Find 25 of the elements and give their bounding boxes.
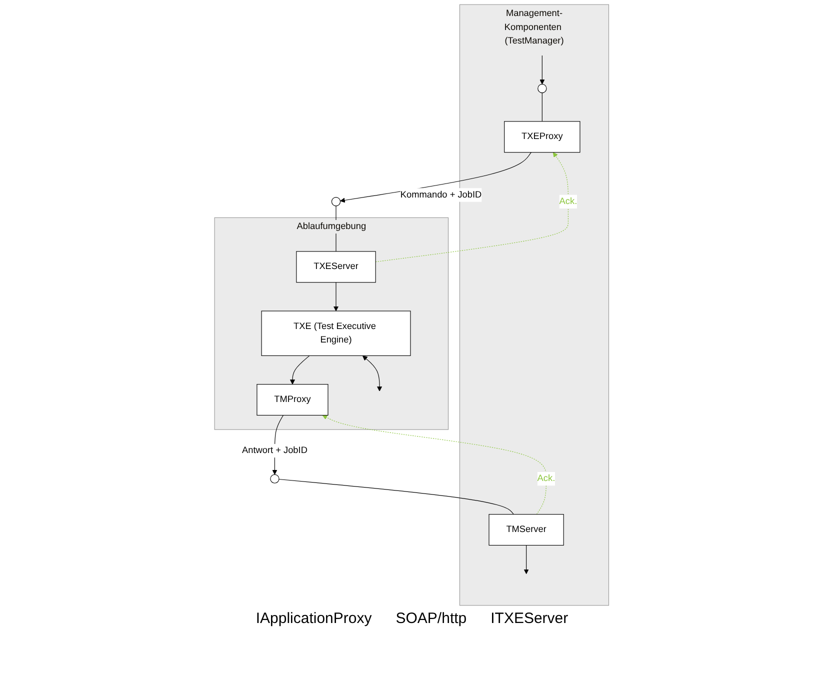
component-box: TMProxy — [257, 384, 329, 416]
component-box: TXEServer — [296, 251, 376, 283]
interface-circle — [332, 197, 341, 206]
component-box: TXE (Test Executive Engine) — [262, 310, 412, 356]
edge-label: Ack. — [538, 474, 556, 484]
arrow — [376, 152, 569, 262]
arrow — [362, 356, 382, 392]
arrow — [524, 544, 530, 574]
node-label: Ablaufumgebung — [297, 222, 366, 232]
arrow — [340, 152, 532, 203]
edge-label: Antwort + JobID — [242, 446, 308, 456]
arrow — [540, 55, 545, 84]
arrow — [334, 282, 339, 312]
edge-label: Ack. — [560, 196, 578, 206]
label-text: ITXEServer — [490, 610, 568, 627]
arrow — [290, 355, 310, 385]
component-box: TMServer — [489, 514, 564, 546]
interface-circle — [538, 84, 548, 94]
edge-label: Kommando + JobID — [400, 190, 482, 200]
component-box: TXEProxy — [504, 121, 581, 153]
arrow — [322, 415, 547, 515]
label-text: IApplicationProxy — [256, 610, 372, 627]
node-label: Management-Komponenten (TestManager) — [504, 8, 564, 46]
interface-circle — [270, 474, 280, 484]
label-text: SOAP/http — [396, 610, 467, 627]
